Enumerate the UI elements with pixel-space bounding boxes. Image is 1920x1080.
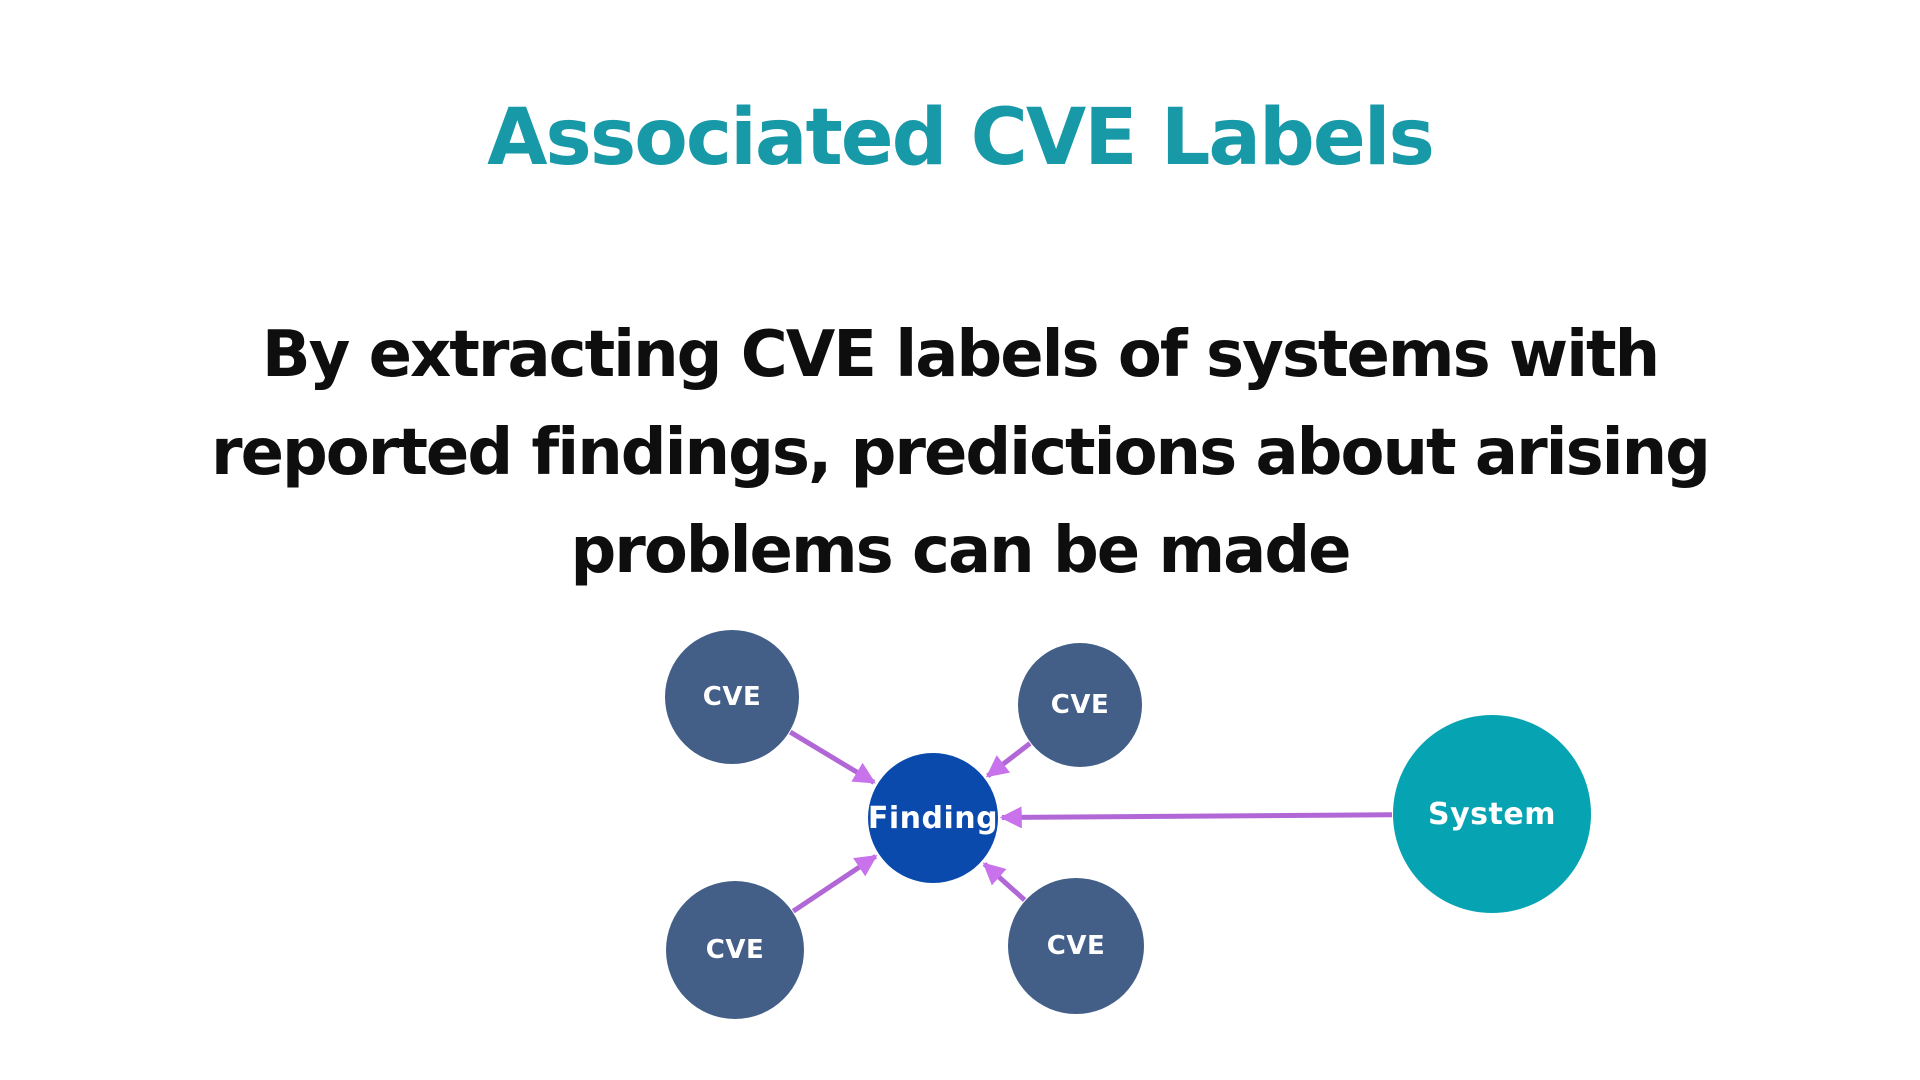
- arrow-cve-bottom-right-to-finding: [982, 862, 1027, 902]
- arrow-cve-top-right-to-finding: [985, 741, 1032, 778]
- node-cve-top-right: CVE: [1018, 643, 1142, 767]
- node-label-cve-top-left: CVE: [702, 682, 762, 712]
- node-system: System: [1393, 715, 1591, 913]
- node-label-system: System: [1428, 796, 1556, 832]
- page-title: Associated CVE Labels: [487, 93, 1435, 183]
- subtitle-line-1: By extracting CVE labels of systems with: [261, 318, 1660, 392]
- arrow-cve-bottom-left-to-finding: [791, 854, 878, 914]
- node-label-cve-bottom-right: CVE: [1046, 931, 1106, 961]
- node-label-cve-bottom-left: CVE: [705, 935, 765, 965]
- subtitle-line-3: problems can be made: [570, 514, 1351, 588]
- node-cve-bottom-left: CVE: [666, 881, 804, 1019]
- subtitle-line-2: reported findings, predictions about ari…: [211, 416, 1711, 490]
- subtitle: By extracting CVE labels of systems with…: [0, 306, 1920, 600]
- node-cve-top-left: CVE: [665, 630, 799, 764]
- node-label-finding: Finding: [867, 800, 999, 836]
- node-cve-bottom-right: CVE: [1008, 878, 1144, 1014]
- arrow-system-to-finding: [999, 806, 1393, 829]
- node-finding: Finding: [868, 753, 998, 883]
- node-label-cve-top-right: CVE: [1050, 690, 1110, 720]
- arrow-cve-top-left-to-finding: [788, 729, 876, 785]
